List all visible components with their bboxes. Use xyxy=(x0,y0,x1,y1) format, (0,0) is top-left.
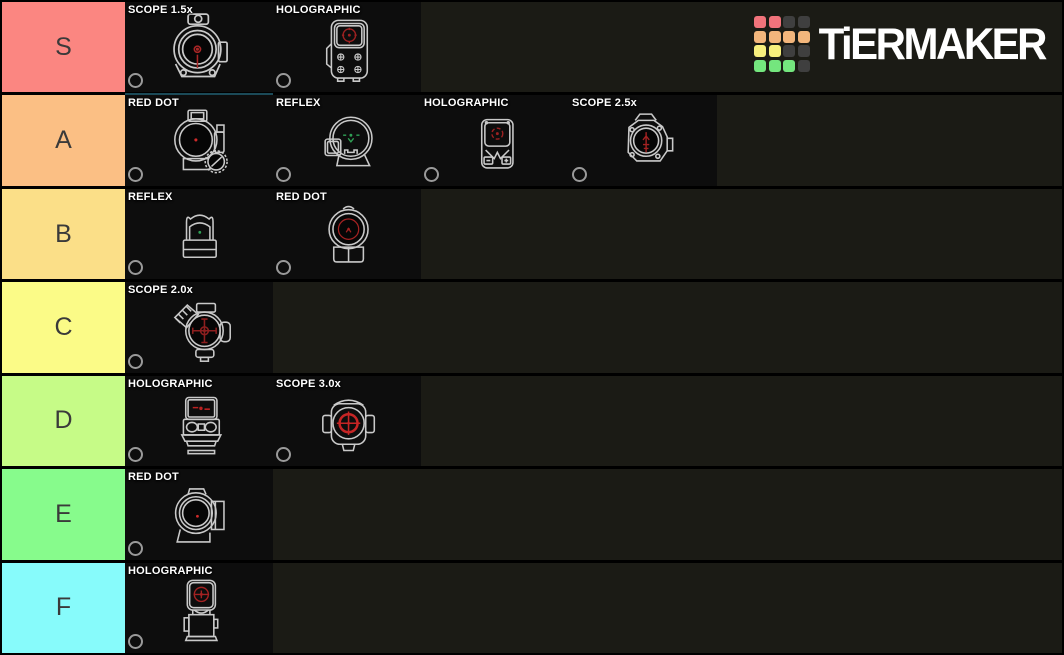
ring-icon xyxy=(276,447,291,463)
tier-items-d: HOLOGRAPHIC SCOPE 3.0x xyxy=(125,375,1062,467)
item-red-dot-dial[interactable]: RED DOT xyxy=(125,95,273,186)
red-dot-tube-icon xyxy=(328,205,369,263)
red-dot-compact-icon xyxy=(174,488,225,543)
logo-swatch xyxy=(783,16,796,28)
logo-swatch xyxy=(754,59,767,72)
tier-label-f: F xyxy=(2,562,125,653)
item-holographic-wide[interactable]: HOLOGRAPHIC xyxy=(125,375,273,467)
reflex-hood-icon xyxy=(182,214,217,258)
logo-swatch xyxy=(797,30,810,43)
item-holographic-tall[interactable]: HOLOGRAPHIC xyxy=(125,562,273,653)
logo-swatch xyxy=(797,45,810,57)
item-label: RED DOT xyxy=(128,471,179,484)
holographic-compact-icon xyxy=(480,119,514,170)
ring-icon xyxy=(128,73,143,89)
tier-label-c: C xyxy=(2,282,125,373)
scope-2-0x-icon xyxy=(173,302,231,363)
item-label: REFLEX xyxy=(128,190,173,203)
logo-swatch xyxy=(783,45,796,57)
item-label: SCOPE 2.5x xyxy=(572,97,637,110)
ring-icon xyxy=(276,260,291,276)
red-dot-dial-icon xyxy=(174,109,228,174)
logo-swatch xyxy=(768,59,781,72)
item-scope-2-5x[interactable]: SCOPE 2.5x xyxy=(569,95,717,186)
ring-icon xyxy=(128,166,143,182)
ring-icon xyxy=(128,260,143,276)
item-label: HOLOGRAPHIC xyxy=(128,564,213,577)
logo-swatch xyxy=(768,30,781,43)
tier-label-d: D xyxy=(2,375,125,467)
scope-2-5x-icon xyxy=(627,113,674,163)
logo-swatch xyxy=(754,16,767,28)
tiermaker-logo-text: TiERMAKER xyxy=(818,18,1048,69)
tier-items-a: RED DOT REFLEX HOLOGRAPHIC SCOPE 2.5x xyxy=(125,95,1062,186)
item-red-dot-compact[interactable]: RED DOT xyxy=(125,469,273,560)
tier-label-e: E xyxy=(2,469,125,560)
tier-items-f: HOLOGRAPHIC xyxy=(125,562,1062,653)
item-scope-3-0x[interactable]: SCOPE 3.0x xyxy=(273,375,421,467)
ring-icon xyxy=(128,540,143,556)
scope-1-5x-icon xyxy=(173,13,228,78)
logo-swatch xyxy=(768,16,781,28)
logo-swatch xyxy=(797,16,810,28)
item-red-dot-tube[interactable]: RED DOT xyxy=(273,188,421,280)
reflex-ring-icon xyxy=(324,116,373,167)
item-label: REFLEX xyxy=(276,97,321,110)
ring-icon xyxy=(128,353,143,369)
item-reflex-ring[interactable]: REFLEX xyxy=(273,95,421,186)
ring-icon xyxy=(424,166,439,182)
tier-items-b: REFLEX RED DOT xyxy=(125,188,1062,280)
holographic-wide-icon xyxy=(180,396,223,455)
item-label: HOLOGRAPHIC xyxy=(276,4,361,16)
logo-swatch xyxy=(783,30,796,43)
ring-icon xyxy=(572,166,587,182)
logo-swatch xyxy=(783,59,796,72)
tier-label-a: A xyxy=(2,95,125,186)
item-label: SCOPE 2.0x xyxy=(128,284,193,297)
item-label: SCOPE 1.5x xyxy=(128,4,193,16)
ring-icon xyxy=(128,633,143,649)
item-reflex-hood[interactable]: REFLEX xyxy=(125,188,273,280)
item-label: HOLOGRAPHIC xyxy=(424,97,509,110)
item-scope-1-5x[interactable]: SCOPE 1.5x xyxy=(125,2,273,96)
tiermaker-grid-icon xyxy=(754,16,810,72)
tier-items-c: SCOPE 2.0x xyxy=(125,282,1062,373)
tier-items-e: RED DOT xyxy=(125,469,1062,560)
tier-items-s: SCOPE 1.5x HOLOGRAPHIC xyxy=(125,2,1062,96)
item-label: RED DOT xyxy=(128,97,179,110)
logo-swatch xyxy=(768,45,781,57)
ring-icon xyxy=(276,73,291,89)
scope-3-0x-icon xyxy=(322,399,376,451)
item-label: HOLOGRAPHIC xyxy=(128,377,213,390)
holographic-tall-icon xyxy=(183,580,219,642)
tiermaker-logo[interactable]: TiERMAKER xyxy=(754,16,1048,72)
tier-label-b: B xyxy=(2,188,125,280)
ring-icon xyxy=(276,166,291,182)
holographic-exps-icon xyxy=(325,19,369,82)
item-scope-2-0x[interactable]: SCOPE 2.0x xyxy=(125,282,273,373)
item-label: SCOPE 3.0x xyxy=(276,377,341,390)
logo-swatch xyxy=(754,30,767,43)
item-holographic-exps[interactable]: HOLOGRAPHIC xyxy=(273,2,421,93)
ring-icon xyxy=(128,447,143,463)
item-holographic-compact[interactable]: HOLOGRAPHIC xyxy=(421,95,569,186)
item-label: RED DOT xyxy=(276,190,327,203)
tier-label-s: S xyxy=(2,2,125,93)
logo-swatch xyxy=(797,59,810,72)
logo-swatch xyxy=(754,45,767,57)
